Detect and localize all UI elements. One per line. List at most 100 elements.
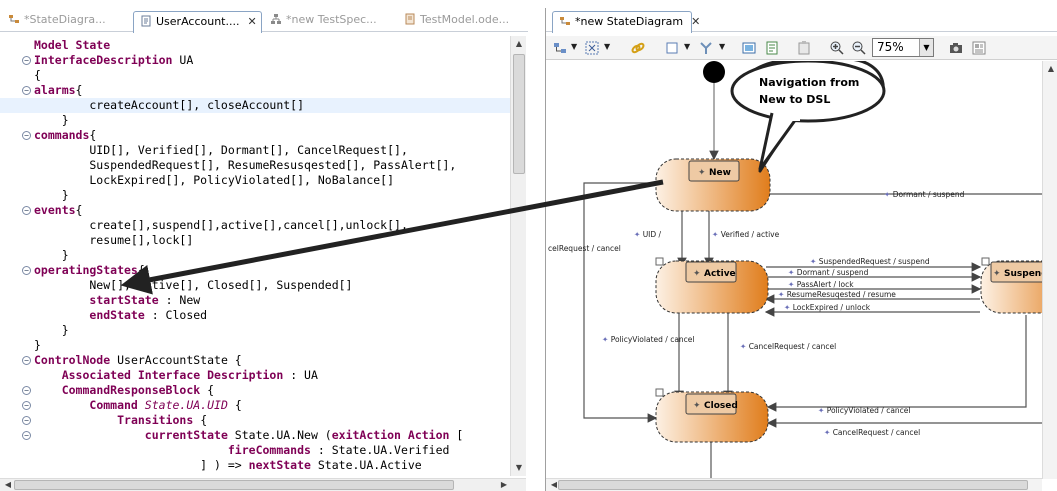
- state-closed-label: Closed: [704, 401, 738, 411]
- camera-icon[interactable]: [948, 40, 964, 56]
- collapse-icon[interactable]: [655, 388, 664, 397]
- zoom-out-icon[interactable]: [851, 40, 867, 56]
- dropdown-arrow-icon[interactable]: ▼: [604, 42, 611, 51]
- editor-horizontal-scrollbar[interactable]: ◀ ▶: [0, 478, 526, 491]
- transition-new-to-closed[interactable]: [583, 182, 658, 423]
- tree-file-icon: [271, 14, 281, 24]
- zoom-level-select[interactable]: 75% ▼: [872, 38, 934, 57]
- scroll-left-icon[interactable]: ◀: [4, 480, 12, 489]
- zoom-in-icon[interactable]: [829, 40, 845, 56]
- code-line: resume[],lock[]: [34, 233, 194, 247]
- fold-toggle[interactable]: −: [22, 206, 31, 215]
- dropdown-arrow-icon[interactable]: ▼: [571, 42, 578, 51]
- fold-toggle[interactable]: −: [22, 266, 31, 275]
- code-line: }: [34, 188, 69, 202]
- code-line: −InterfaceDescription UA: [0, 53, 510, 68]
- scroll-left-icon[interactable]: ◀: [550, 480, 558, 489]
- diagram-canvas[interactable]: ✦ New ✦ Active ✦ Closed ✦ Susp: [546, 61, 1057, 491]
- connection-icon[interactable]: [698, 40, 714, 56]
- tab-user-account[interactable]: UserAccount.... ✕: [133, 11, 262, 33]
- fold-toggle[interactable]: −: [22, 86, 31, 95]
- diagram-toolbar: ▼ ▼ ▼ ▼ 75% ▼: [546, 36, 1057, 60]
- diagram-vertical-scrollbar[interactable]: ▲: [1042, 61, 1057, 479]
- dropdown-arrow-icon[interactable]: ▼: [684, 42, 691, 51]
- tab-new-state-diagram[interactable]: *new StateDiagram ✕: [552, 11, 700, 33]
- state-active-label: Active: [704, 269, 736, 279]
- transition-label: ✦ PassAlert / lock: [788, 280, 854, 289]
- diagram-file-icon: [560, 17, 570, 25]
- zoom-level-value: 75%: [877, 40, 904, 54]
- transition-label: ✦ CancelRequest / cancel: [824, 428, 920, 437]
- state-diagram: ✦ New ✦ Active ✦ Closed ✦ Susp: [548, 61, 1057, 491]
- code-line: SuspendedRequest[], ResumeResusqested[],…: [34, 158, 457, 172]
- state-new[interactable]: ✦ New: [655, 158, 771, 212]
- state-active[interactable]: ✦ Active: [655, 257, 769, 314]
- text-file-icon: [141, 15, 151, 27]
- scroll-thumb[interactable]: [14, 480, 454, 490]
- transition-label: celRequest / cancel: [548, 244, 621, 253]
- tab-state-diagram-1[interactable]: *StateDiagra...: [8, 13, 106, 32]
- tab-test-model[interactable]: TestModel.ode...: [404, 13, 509, 32]
- fold-toggle[interactable]: −: [22, 386, 31, 395]
- code-line: startState : New: [89, 293, 201, 307]
- transition-label: ✦ CancelRequest / cancel: [740, 342, 836, 351]
- tab-label: *new TestSpec...: [286, 13, 377, 26]
- state-marker-icon: ✦: [693, 269, 701, 279]
- code-editor[interactable]: Model State −InterfaceDescription UA { −…: [0, 36, 510, 474]
- link-icon[interactable]: [630, 40, 646, 56]
- select-mode-icon[interactable]: [552, 40, 568, 56]
- transition-label: ✦ Dormant / suspend: [788, 268, 869, 277]
- callout-line-2: New to DSL: [759, 93, 830, 106]
- clipboard-icon[interactable]: [796, 40, 812, 56]
- code-line: }: [34, 338, 41, 352]
- code-line: LockExpired[], PolicyViolated[], NoBalan…: [34, 173, 395, 187]
- properties-icon[interactable]: [971, 40, 987, 56]
- shape-icon[interactable]: [664, 40, 680, 56]
- code-line: Associated Interface Description : UA: [61, 368, 318, 382]
- fold-toggle[interactable]: −: [22, 356, 31, 365]
- close-tab-icon[interactable]: ✕: [691, 15, 701, 28]
- code-line: − Command State.UA.UID {: [0, 398, 510, 413]
- transition-label: ✦ Verified / active: [712, 230, 780, 239]
- transition-label: ✦ SuspendedRequest / suspend: [810, 257, 930, 266]
- transition-label: ✦ LockExpired / unlock: [784, 303, 871, 312]
- arrange-icon[interactable]: [584, 40, 600, 56]
- fold-toggle[interactable]: −: [22, 131, 31, 140]
- initial-state-node[interactable]: [703, 61, 725, 83]
- tab-test-spec[interactable]: *new TestSpec...: [270, 13, 377, 32]
- scroll-up-icon[interactable]: ▲: [1047, 64, 1055, 73]
- diagram-tab-bar: *new StateDiagram ✕: [546, 8, 1057, 33]
- chevron-down-icon[interactable]: ▼: [919, 39, 933, 56]
- tab-label: *new StateDiagram: [575, 15, 684, 28]
- fold-toggle[interactable]: −: [22, 401, 31, 410]
- state-marker-icon: ✦: [698, 168, 706, 178]
- scroll-thumb[interactable]: [513, 54, 525, 174]
- fold-toggle[interactable]: −: [22, 416, 31, 425]
- scroll-up-icon[interactable]: ▲: [515, 39, 523, 48]
- print-icon[interactable]: [764, 40, 780, 56]
- diagram-horizontal-scrollbar[interactable]: ◀: [546, 478, 1042, 491]
- tab-label: UserAccount....: [156, 15, 240, 28]
- editor-tab-bar: *StateDiagra... UserAccount.... ✕ *new Te…: [0, 8, 528, 33]
- collapse-icon[interactable]: [655, 257, 664, 266]
- collapse-icon[interactable]: [981, 257, 990, 266]
- state-suspended-label: Suspende: [1004, 269, 1054, 279]
- scroll-right-icon[interactable]: ▶: [500, 480, 508, 489]
- fold-toggle[interactable]: −: [22, 56, 31, 65]
- fold-toggle[interactable]: −: [22, 431, 31, 440]
- transition-label: ✦ PolicyViolated / cancel: [602, 335, 694, 344]
- code-line: −commands{: [0, 128, 510, 143]
- editor-vertical-scrollbar[interactable]: ▲ ▼: [510, 36, 526, 476]
- dropdown-arrow-icon[interactable]: ▼: [719, 42, 726, 51]
- code-line: }: [34, 248, 69, 262]
- state-closed[interactable]: ✦ Closed: [655, 388, 769, 443]
- close-tab-icon[interactable]: ✕: [247, 15, 257, 28]
- state-suspended[interactable]: ✦ Suspende: [980, 257, 1057, 314]
- scroll-down-icon[interactable]: ▼: [515, 463, 523, 472]
- code-line: −ControlNode UserAccountState {: [0, 353, 510, 368]
- export-image-icon[interactable]: [741, 40, 757, 56]
- code-line: New[], Active[], Closed[], Suspended[]: [34, 278, 353, 292]
- transition-policy-suspended[interactable]: [766, 315, 1027, 412]
- scroll-thumb[interactable]: [558, 480, 1028, 490]
- tab-label: *StateDiagra...: [24, 13, 106, 26]
